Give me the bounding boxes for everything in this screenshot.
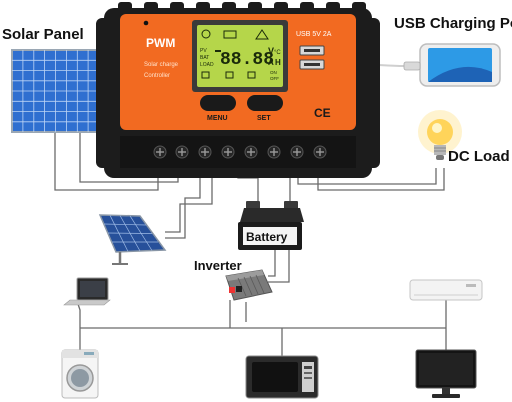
controller-subtitle-1: Solar charge (144, 62, 179, 68)
wiring (54, 63, 447, 356)
lcd-side-bat: BAT (200, 55, 209, 61)
lcd-unit-c: °C (274, 50, 281, 56)
usb-rating: USB 5V 2A (296, 31, 332, 38)
set-button-label: SET (257, 115, 271, 122)
wire-inverter-1 (268, 248, 276, 277)
inverter-label: Inverter (194, 258, 242, 273)
battery (238, 201, 304, 250)
wire-inverter-2 (268, 248, 290, 283)
ac-bus-line (77, 303, 81, 328)
air-conditioner (409, 279, 483, 301)
inverter (225, 269, 273, 301)
wire-small-panel-1 (165, 162, 201, 239)
lcd-digits: 88.88 (220, 50, 274, 70)
controller-subtitle-2: Controller (144, 73, 170, 79)
usb-charging-port-label: USB Charging Port (394, 15, 512, 32)
lcd-side-pv: PV (200, 48, 207, 54)
lcd-unit-v: V (268, 46, 274, 56)
solar-panel-label: Solar Panel (2, 26, 84, 43)
lcd-unit-h: H (275, 58, 281, 67)
dc-load-label: DC Load (448, 148, 510, 165)
microwave (245, 355, 319, 399)
wire-small-panel-2 (165, 162, 213, 233)
lcd-unit-a: A (268, 58, 274, 67)
menu-button-label: MENU (207, 115, 228, 122)
lcd-side-on: ON (270, 70, 277, 75)
laptop (63, 277, 111, 306)
battery-label: Battery (246, 230, 288, 244)
brand-pwm: PWM (146, 36, 175, 50)
lcd-side-load: LOAD (200, 62, 214, 68)
small-solar-panel (98, 214, 167, 265)
solar-panel (11, 49, 100, 133)
lcd-side-off: OFF (270, 76, 279, 81)
washing-machine (61, 349, 99, 399)
light-bulb (418, 110, 462, 160)
ce-mark: CE (314, 106, 331, 120)
controller-labels: PWM Solar charge Controller USB 5V 2A CE… (144, 31, 332, 122)
monitor (415, 349, 477, 398)
charge-controller (96, 2, 380, 178)
smartphone (403, 43, 501, 87)
